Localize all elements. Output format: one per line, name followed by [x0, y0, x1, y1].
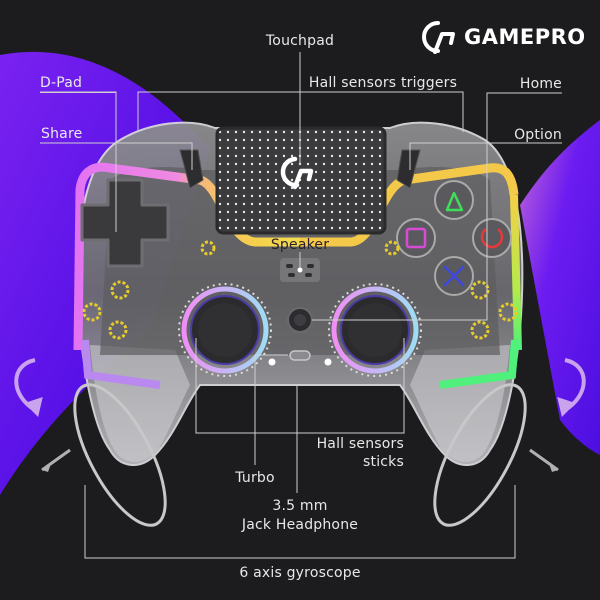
- label-turbo: Turbo: [235, 470, 275, 486]
- left-stick: [178, 283, 272, 377]
- label-dpad: D-Pad: [40, 75, 83, 91]
- label-home: Home: [519, 76, 562, 92]
- brand-logo: GAMEPRO: [422, 20, 586, 54]
- gyro-orbit-right: [433, 383, 527, 527]
- label-hall-sensors-sticks-line2: sticks: [363, 454, 404, 470]
- face-buttons: [396, 180, 512, 296]
- right-stick: [328, 283, 422, 377]
- gyro-rotation-arrow-left: [14, 358, 43, 417]
- option-button: [396, 149, 421, 189]
- led-strip-right-side: [510, 194, 522, 351]
- gyro-rotation-arrow-right: [557, 358, 586, 417]
- label-hall-sensors-triggers: Hall sensors triggers: [308, 75, 458, 91]
- gear-decorations: [82, 240, 518, 340]
- label-hall-sensors-sticks-line1: Hall sensors: [316, 436, 404, 452]
- speaker-grille: [280, 258, 320, 282]
- dpad: [80, 178, 170, 268]
- led-strip-right-bottom: [439, 339, 519, 389]
- dpad-underline: [40, 92, 116, 93]
- label-share: Share: [41, 126, 83, 142]
- touchpad: [215, 126, 387, 235]
- label-option: Option: [514, 127, 562, 143]
- label-6-axis-gyroscope: 6 axis gyroscope: [239, 565, 361, 581]
- touchpad-logo-icon: [280, 156, 314, 190]
- brand-name: GAMEPRO: [464, 25, 586, 49]
- label-jack-line1: 3.5 mm: [272, 498, 328, 514]
- gamepro-gp-logo-icon: [422, 21, 455, 54]
- label-jack-line2: Jack Headphone: [241, 517, 359, 533]
- turbo-button: [289, 350, 311, 361]
- label-speaker: Speaker: [270, 237, 330, 253]
- led-strip-left-bottom: [81, 339, 161, 389]
- label-touchpad: Touchpad: [265, 33, 335, 49]
- gyro-orbit-left: [73, 383, 167, 527]
